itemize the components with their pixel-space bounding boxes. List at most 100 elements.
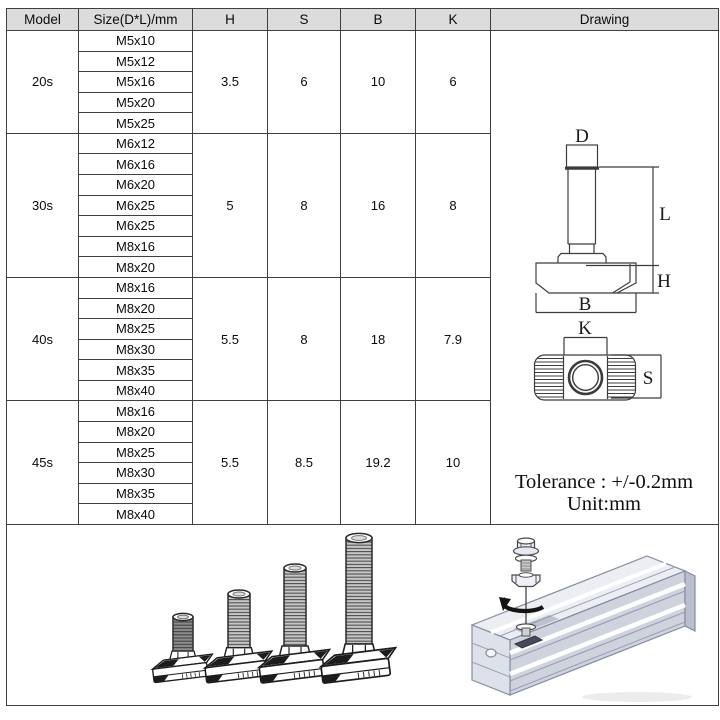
table-row: M8x20 [7, 297, 719, 320]
table-row: M8x30 [7, 338, 719, 361]
table-row: M6x20 [7, 174, 719, 196]
table-row: M5x20 [7, 91, 719, 114]
unit-line: Unit:mm [566, 492, 642, 515]
header-s: S [267, 8, 341, 31]
header-size: Size(D*L)/mm [78, 8, 193, 31]
tbolt-side-view-drawing [535, 144, 659, 314]
table-row: M8x16 [7, 235, 719, 258]
dim-label-l: L [659, 204, 671, 225]
illustration-row [6, 523, 719, 706]
size-cell: M8x16 [78, 276, 193, 299]
tbolt-spec-sheet: Model Size(D*L)/mm H S B K Drawing 20s M… [6, 8, 719, 706]
technical-drawing-area: D L H B K S Tolerance : +/-0.2mm Unit:mm [492, 31, 718, 523]
spec-table: Model Size(D*L)/mm H S B K Drawing 20s M… [6, 8, 719, 706]
dim-label-b: B [579, 294, 592, 315]
h-cell: 3.5 [192, 30, 268, 134]
header-row: Model Size(D*L)/mm H S B K Drawing [6, 8, 719, 31]
table-row: M5x16 [7, 71, 719, 93]
s-cell: 6 [267, 30, 341, 134]
size-cell: M8x35 [78, 359, 193, 381]
size-cell: M6x12 [78, 132, 193, 155]
dim-label-h: H [657, 271, 671, 292]
b-cell: 10 [340, 30, 416, 134]
b-cell: 16 [340, 132, 416, 278]
table-row: M8x30 [7, 462, 719, 484]
size-cell: M8x30 [78, 338, 193, 361]
size-cell: M5x20 [78, 91, 193, 114]
header-model: Model [6, 8, 79, 31]
h-cell: 5.5 [192, 276, 268, 402]
table-row: M8x20 [7, 420, 719, 443]
table-row: M8x25 [7, 318, 719, 340]
header-k: K [415, 8, 491, 31]
dim-label-k: K [578, 318, 592, 339]
s-cell: 8 [267, 132, 341, 278]
tbolt-large [257, 563, 334, 684]
illustration-cell [6, 523, 719, 706]
tolerance-line: Tolerance : +/-0.2mm [514, 471, 694, 493]
size-cell: M6x16 [78, 153, 193, 176]
table-row: M8x40 [7, 379, 719, 402]
size-cell: M8x40 [78, 379, 193, 402]
size-cell: M8x35 [78, 482, 193, 505]
drawing-cell: D L H B K S Tolerance : +/-0.2mm Unit:mm [490, 30, 719, 525]
table-row: M8x20 [7, 256, 719, 278]
tolerance-note: Tolerance : +/-0.2mm Unit:mm [492, 471, 718, 515]
table-row: M8x25 [7, 441, 719, 464]
size-cell: M8x25 [78, 441, 193, 464]
h-cell: 5.5 [192, 400, 268, 525]
model-cell: 30s [6, 132, 79, 278]
size-cell: M5x10 [78, 30, 193, 52]
header-b: B [340, 8, 416, 31]
size-cell: M8x16 [78, 235, 193, 258]
size-cell: M8x20 [78, 256, 193, 278]
size-cell: M8x40 [78, 503, 193, 525]
b-cell: 18 [340, 276, 416, 402]
tbolt-sizes-illustration [150, 532, 400, 685]
table-row: M6x25 [7, 194, 719, 217]
table-row: 30s M6x12 5 8 16 8 [6, 132, 719, 278]
header-h: H [192, 8, 268, 31]
b-cell: 19.2 [340, 400, 416, 525]
illustration-area [8, 525, 718, 704]
k-cell: 7.9 [415, 276, 491, 402]
size-cell: M5x25 [78, 112, 193, 134]
size-cell: M8x16 [78, 400, 193, 422]
tbolt-small [150, 612, 216, 684]
table-row: M8x35 [7, 359, 719, 381]
size-cell: M6x20 [78, 174, 193, 196]
dim-label-s: S [643, 368, 654, 389]
tbolt-medium [203, 589, 276, 684]
size-cell: M5x12 [78, 50, 193, 73]
size-cell: M5x16 [78, 71, 193, 93]
size-cell: M8x30 [78, 462, 193, 484]
bolt-insertion-assembly [499, 537, 545, 649]
shadow [582, 691, 692, 702]
model-cell: 45s [6, 400, 79, 525]
size-cell: M6x25 [78, 215, 193, 237]
nut-hatching [535, 358, 635, 398]
table-row: M5x12 [7, 50, 719, 73]
tbolt-xlarge [319, 532, 400, 685]
tnut-top-view-drawing [533, 336, 662, 401]
model-cell: 20s [6, 30, 79, 134]
aluminum-extrusion [470, 555, 696, 696]
size-cell: M6x25 [78, 194, 193, 217]
size-cell: M8x20 [78, 297, 193, 320]
product-illustrations [150, 532, 696, 702]
k-cell: 8 [415, 132, 491, 278]
table-row: M5x25 [7, 112, 719, 134]
size-cell: M8x25 [78, 318, 193, 340]
k-cell: 10 [415, 400, 491, 525]
header-drawing: Drawing [490, 8, 719, 31]
model-cell: 40s [6, 276, 79, 402]
table-row: M8x35 [7, 482, 719, 505]
table-row: M6x25 [7, 215, 719, 237]
extrusion-assembly-illustration [470, 537, 696, 702]
table-row: M6x16 [7, 153, 719, 176]
size-cell: M8x20 [78, 420, 193, 443]
h-cell: 5 [192, 132, 268, 278]
s-cell: 8.5 [267, 400, 341, 525]
table-row: 45s M8x16 5.5 8.5 19.2 10 [6, 400, 719, 525]
table-row: 20s M5x10 3.5 6 10 6 [6, 30, 719, 525]
